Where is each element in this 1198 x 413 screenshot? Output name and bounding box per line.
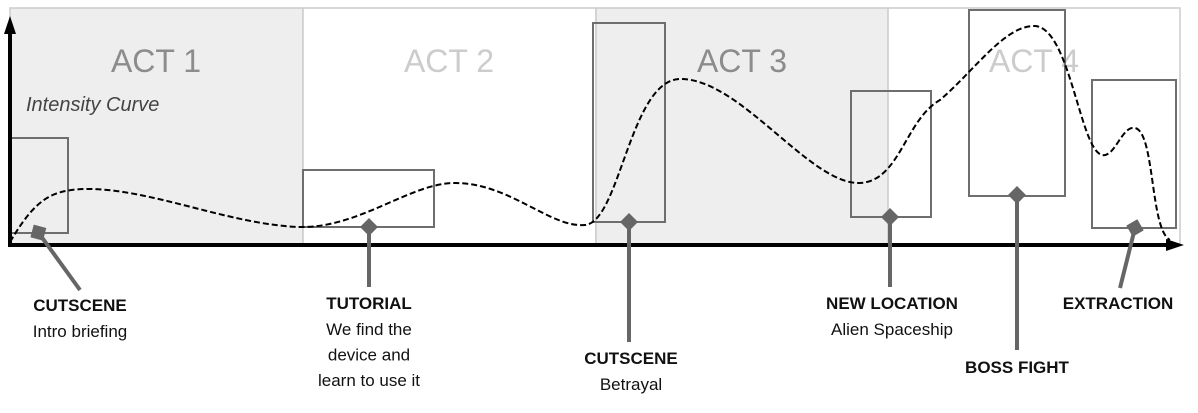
diamond-marker [881, 208, 899, 226]
diamond-marker [1126, 219, 1144, 237]
diamond-marker [620, 213, 638, 231]
act-label: ACT 3 [697, 43, 787, 79]
act-region-3 [595, 7, 890, 246]
y-axis-arrow [4, 16, 16, 34]
event-title: TUTORIAL [326, 294, 412, 313]
event-title: CUTSCENE [584, 349, 678, 368]
event-title: NEW LOCATION [826, 294, 958, 313]
leader-line [1118, 227, 1137, 289]
act-label: ACT 1 [111, 43, 201, 79]
event-title: EXTRACTION [1063, 294, 1174, 313]
act-label: ACT 2 [404, 43, 494, 79]
event-title: CUTSCENE [33, 296, 127, 315]
diamond-marker [1008, 186, 1026, 204]
event-description: Intro briefing [33, 322, 128, 341]
act-region-1 [9, 7, 304, 246]
event-description: device and [328, 346, 410, 365]
event-description: Alien Spaceship [831, 320, 953, 339]
axes [4, 16, 1184, 251]
event-description: Betrayal [600, 375, 662, 394]
event-description: We find the [326, 320, 412, 339]
square-marker [30, 224, 47, 241]
leader-line [36, 230, 82, 292]
act-region-4 [887, 7, 1181, 246]
x-axis-arrow [1166, 239, 1184, 251]
curve-label: Intensity Curve [26, 94, 159, 116]
event-description: learn to use it [318, 371, 420, 390]
act-region-2 [302, 7, 597, 246]
event-title: BOSS FIGHT [965, 358, 1070, 377]
intensity-curve [9, 24, 1171, 243]
diamond-marker [360, 218, 378, 236]
